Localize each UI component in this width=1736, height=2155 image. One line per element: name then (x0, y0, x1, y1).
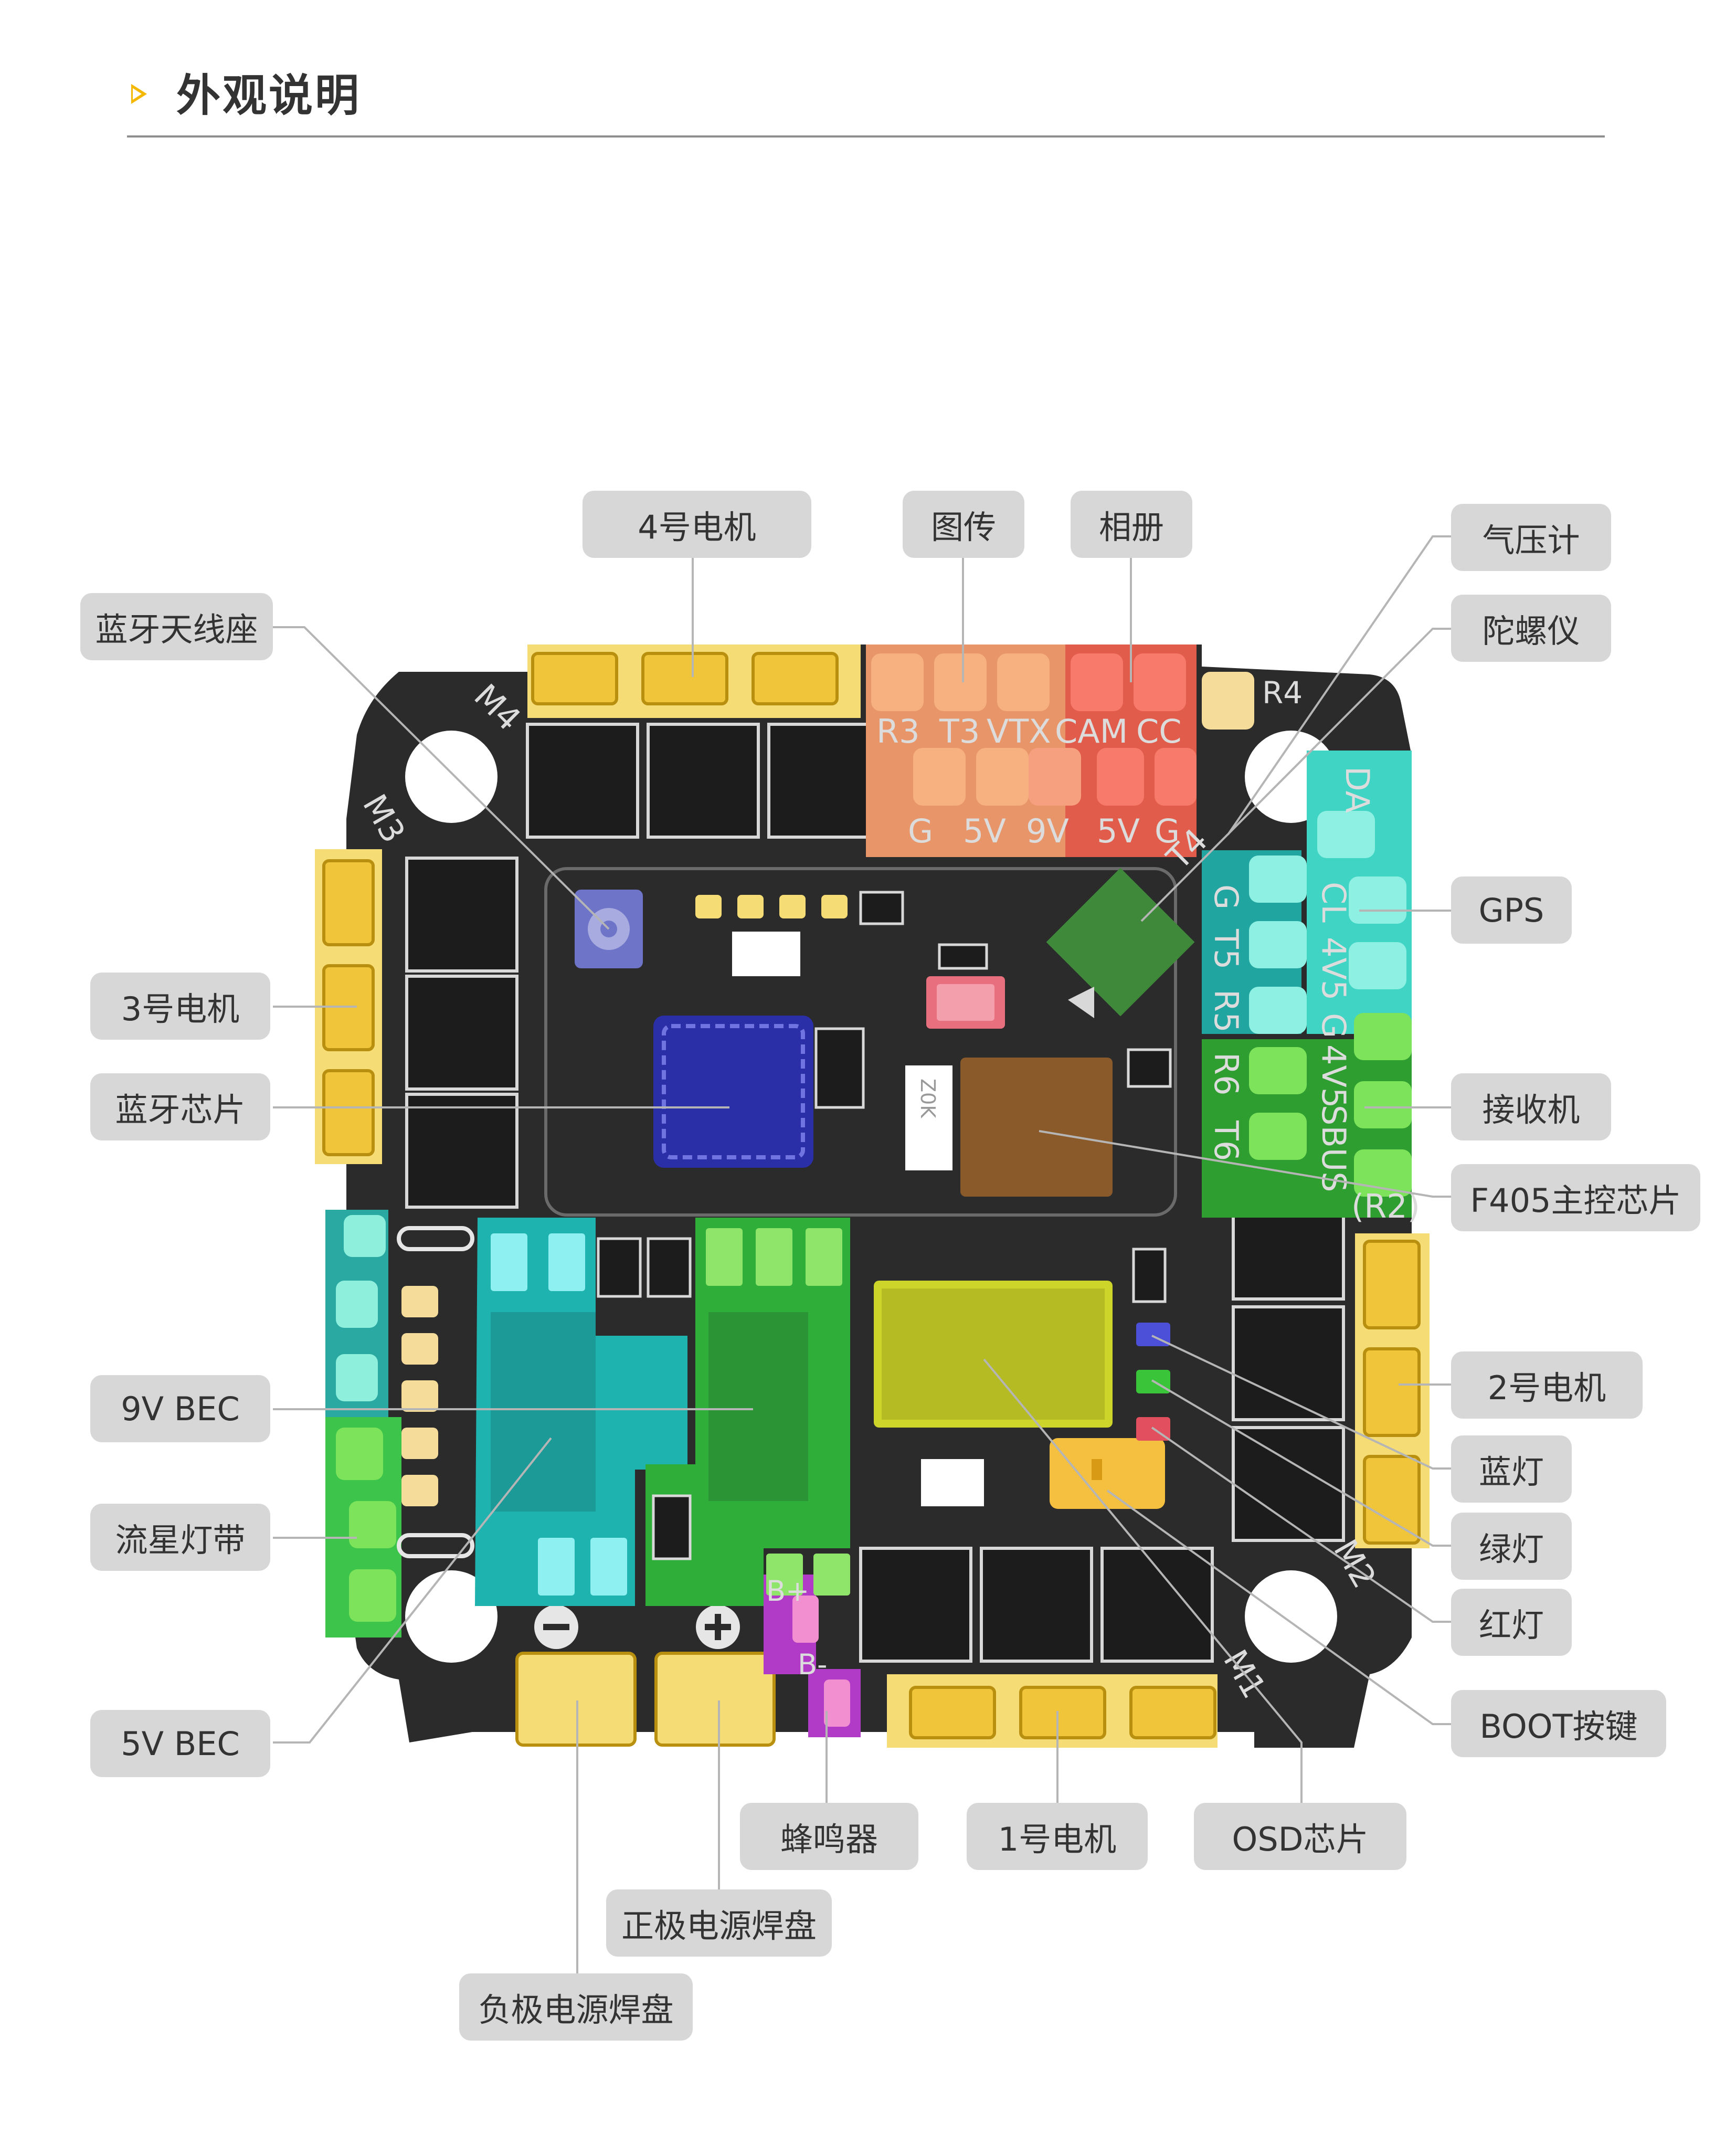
gyro-orientation-arrow (1068, 987, 1094, 1018)
silk-bplus: B+ (766, 1575, 809, 1608)
label-boot: BOOT按键 (1451, 1690, 1666, 1757)
label-vtx: 图传 (903, 491, 1024, 558)
label-red-led: 红灯 (1451, 1589, 1572, 1656)
label-green-led: 绿灯 (1451, 1513, 1572, 1580)
label-bec9v: 9V BEC (90, 1375, 270, 1442)
label-osd: OSD芯片 (1194, 1803, 1406, 1870)
label-gps: GPS (1451, 876, 1572, 944)
power-pads (515, 1652, 776, 1747)
silk-t5: T5 (1207, 928, 1245, 969)
mounting-hole (405, 731, 497, 823)
label-blue-led: 蓝灯 (1451, 1435, 1572, 1503)
silk-4v5-gps: 4V5 (1315, 937, 1353, 1000)
negative-power-pad (515, 1652, 637, 1747)
motor-pad-connectors (322, 652, 1421, 1739)
bluetooth-chip (653, 1016, 813, 1168)
label-bec5v: 5V BEC (90, 1710, 270, 1777)
silk-bminus: B- (798, 1648, 828, 1681)
label-motor1: 1号电机 (967, 1803, 1148, 1870)
silk-g-cam: G (1155, 812, 1180, 850)
silk-4v5-rx: 4V5 (1315, 1044, 1353, 1108)
boot-button (1050, 1438, 1165, 1509)
label-f405: F405主控芯片 (1451, 1164, 1700, 1231)
leader-lines (273, 535, 1451, 1973)
silk-cl: CL (1315, 882, 1353, 923)
silk-cam: CAM (1055, 712, 1128, 751)
silk-t3: T3 (939, 712, 980, 751)
silk-z0k: Z0K (916, 1079, 939, 1118)
silk-9v: 9V (1026, 812, 1069, 850)
label-bt-chip: 蓝牙芯片 (90, 1073, 270, 1140)
silk-t6: T6 (1207, 1120, 1245, 1161)
silk-r5: R5 (1207, 989, 1245, 1033)
label-motor4: 4号电机 (583, 491, 811, 558)
silk-r6: R6 (1207, 1052, 1245, 1096)
label-buzzer: 蜂鸣器 (740, 1803, 918, 1870)
label-pos-pad: 正极电源焊盘 (606, 1889, 832, 1957)
label-led-strip: 流星灯带 (90, 1504, 270, 1571)
page-title: 外观说明 (176, 70, 362, 121)
silk-5v: 5V (963, 812, 1006, 850)
silk-r3: R3 (876, 712, 920, 751)
label-motor3: 3号电机 (90, 973, 270, 1040)
label-camera: 相册 (1071, 491, 1192, 558)
label-barometer: 气压计 (1451, 504, 1611, 571)
mounting-hole (1245, 1570, 1337, 1663)
label-bt-antenna: 蓝牙天线座 (80, 593, 273, 660)
label-neg-pad: 负极电源焊盘 (459, 1973, 693, 2041)
silk-r4: R4 (1262, 675, 1303, 711)
silk-g-rx: G (1315, 1013, 1353, 1038)
silk-g-gps: G (1207, 884, 1245, 910)
f405-chip (960, 1058, 1113, 1197)
inner-board-outline (544, 867, 1177, 1217)
label-motor2: 2号电机 (1451, 1351, 1643, 1419)
title-divider (127, 135, 1605, 138)
silk-5v-cam: 5V (1097, 812, 1140, 850)
silk-vtx: VTX (987, 712, 1051, 751)
label-gyro: 陀螺仪 (1451, 595, 1611, 662)
silk-g: G (908, 812, 933, 850)
label-receiver: 接收机 (1451, 1073, 1611, 1140)
r4-pad (1202, 672, 1254, 730)
silk-cc: CC (1136, 712, 1182, 751)
silk-da: DA (1338, 766, 1377, 813)
positive-power-pad (654, 1652, 776, 1747)
title-marker-icon (131, 84, 147, 104)
